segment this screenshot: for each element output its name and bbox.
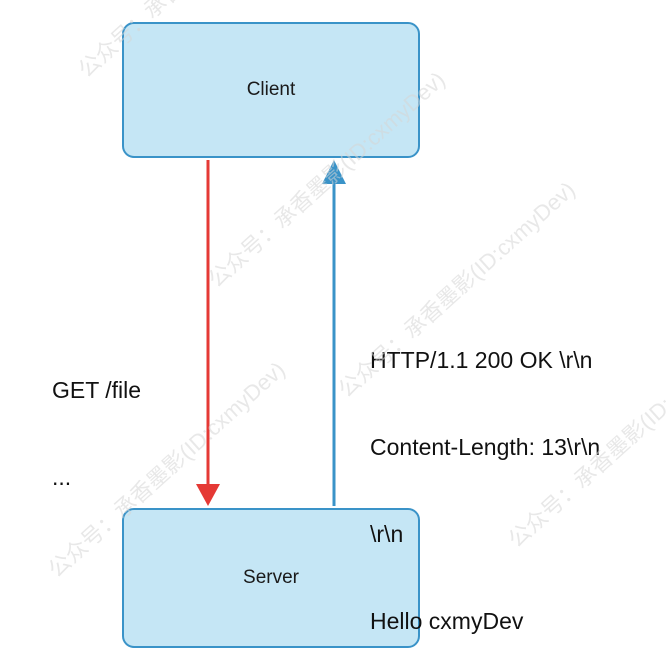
client-label: Client	[246, 79, 296, 100]
request-line: GET /file	[52, 377, 142, 403]
response-line: \r\n	[370, 521, 404, 547]
response-message: HTTP/1.1 200 OK \r\n Content-Length: 13\…	[370, 288, 600, 665]
server-node: Server	[122, 508, 420, 648]
response-line: HTTP/1.1 200 OK \r\n	[370, 347, 593, 373]
request-message: GET /file ...	[52, 318, 141, 521]
response-line: Content-Length: 13\r\n	[370, 434, 601, 460]
server-label: Server	[243, 567, 299, 588]
request-arrowhead	[196, 484, 220, 506]
client-node: Client	[122, 22, 420, 158]
response-arrowhead	[322, 160, 346, 184]
response-line: Hello cxmyDev	[370, 608, 524, 634]
request-line: ...	[52, 464, 72, 490]
